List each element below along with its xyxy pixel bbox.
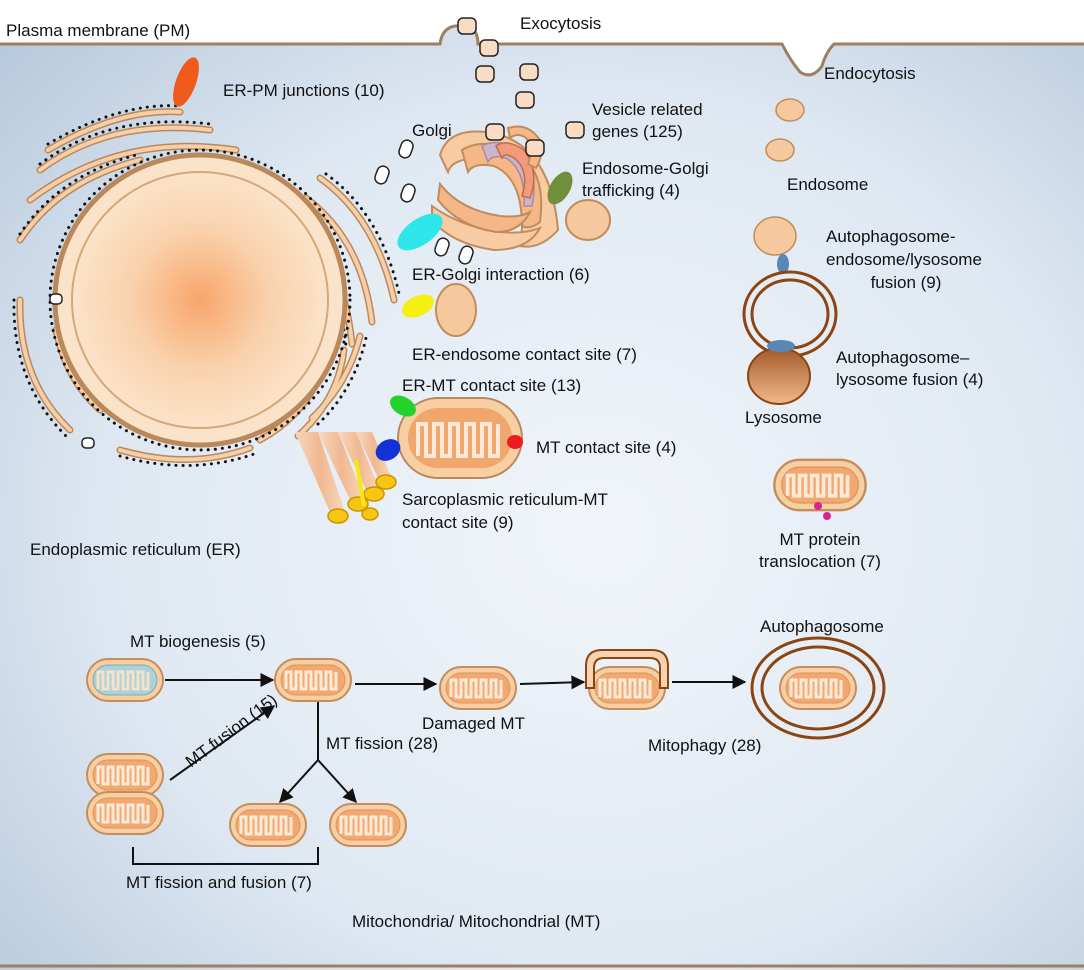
mt-fission-fusion-label: MT fission and fusion (7) bbox=[126, 873, 312, 892]
mitochondrion bbox=[273, 657, 353, 703]
golgi-label: Golgi bbox=[412, 121, 452, 140]
sarcoplasmic-label-line1: Sarcoplasmic reticulum-MT bbox=[402, 490, 608, 509]
er-mt-tether bbox=[390, 395, 416, 417]
er-vesicles bbox=[49, 293, 95, 449]
autophagosome-endosome-label-line2: endosome/lysosome bbox=[826, 250, 982, 269]
mt-protein-label-line1: MT protein bbox=[779, 530, 861, 549]
autophagosome-ring-inner bbox=[760, 645, 876, 731]
endocytosis-label: Endocytosis bbox=[824, 64, 916, 83]
er-golgi-tether bbox=[397, 213, 443, 251]
endosome-golgi-label-line1: Endosome-Golgi bbox=[582, 159, 709, 178]
sr-mt-tether bbox=[375, 439, 401, 461]
mt-contact-tether bbox=[507, 435, 523, 449]
fission-daughter-left bbox=[228, 802, 308, 848]
mt-contact-label: MT contact site (4) bbox=[536, 438, 677, 457]
mitochondria-label: Mitochondria/ Mitochondrial (MT) bbox=[352, 912, 601, 931]
autophagosome-ring-outer bbox=[750, 636, 886, 740]
lysosome-label: Lysosome bbox=[745, 408, 822, 427]
translocation-dot bbox=[823, 512, 831, 520]
lysosome-fusion-tether bbox=[767, 340, 795, 352]
mt-protein-label-line2: translocation (7) bbox=[759, 552, 881, 571]
engulfed-mitochondrion bbox=[778, 665, 858, 711]
translocation-dot bbox=[814, 502, 822, 510]
golgi-endosome bbox=[565, 199, 611, 241]
autophagosome-endosome-label-line1: Autophagosome- bbox=[826, 227, 956, 246]
endocytic-vesicles bbox=[765, 98, 805, 162]
mt-biogenesis-label: MT biogenesis (5) bbox=[130, 632, 266, 651]
phagophore bbox=[585, 649, 669, 689]
sarcoplasmic-reticulum bbox=[295, 432, 397, 524]
autophagosome-label: Autophagosome bbox=[760, 617, 884, 636]
autophagosome-lysosome-label-line2: lysosome fusion (4) bbox=[836, 370, 984, 389]
transport-vesicles bbox=[374, 139, 474, 265]
pathway-arrows bbox=[132, 673, 747, 865]
exocytosis-label: Exocytosis bbox=[520, 14, 602, 33]
damaged-mitochondrion bbox=[438, 665, 518, 711]
autophagosome-endosome-label-line3: fusion (9) bbox=[870, 273, 942, 292]
er-label: Endoplasmic reticulum (ER) bbox=[30, 540, 241, 559]
fusing-mitochondrion-top bbox=[85, 752, 165, 798]
vesicle-genes-label-line1: Vesicle related bbox=[592, 100, 703, 119]
er-endosome bbox=[435, 283, 477, 337]
damaged-mt-label: Damaged MT bbox=[422, 714, 525, 733]
plasma-membrane bbox=[0, 24, 1084, 77]
er-mt-label: ER-MT contact site (13) bbox=[402, 376, 582, 395]
nuclear-ribosomes bbox=[48, 148, 352, 452]
fission-daughter-right bbox=[328, 802, 408, 848]
plasma-membrane-label: Plasma membrane (PM) bbox=[6, 21, 191, 40]
endosome-golgi-label-line2: trafficking (4) bbox=[582, 181, 680, 200]
er-endosome-tether bbox=[402, 294, 434, 318]
endosome-golgi-tether bbox=[547, 171, 573, 205]
autophagosome-lysosome-label-line1: Autophagosome– bbox=[836, 348, 970, 367]
extracellular-space bbox=[0, 0, 1084, 75]
er-mitochondrion bbox=[397, 397, 523, 479]
nucleus bbox=[71, 171, 329, 429]
sarcoplasmic-label-line2: contact site (9) bbox=[402, 513, 514, 532]
endosome-label: Endosome bbox=[787, 175, 869, 194]
secretory-vesicles bbox=[457, 17, 585, 157]
engulfing-mitochondrion bbox=[587, 665, 667, 711]
er-pm-junctions-label: ER-PM junctions (10) bbox=[223, 81, 385, 100]
new-mitochondrion bbox=[85, 657, 165, 703]
fusing-mitochondrion-bottom bbox=[85, 790, 165, 836]
mitophagy-label: Mitophagy (28) bbox=[648, 736, 762, 755]
endosome-fusion-tether bbox=[777, 254, 789, 274]
er-pm-tether bbox=[173, 57, 199, 107]
mt-fission-label: MT fission (28) bbox=[326, 734, 439, 753]
endosome bbox=[753, 216, 797, 256]
er-endosome-label: ER-endosome contact site (7) bbox=[412, 345, 637, 364]
vesicle-genes-label-line2: genes (125) bbox=[592, 122, 683, 141]
lysosome bbox=[747, 347, 811, 405]
er-golgi-label: ER-Golgi interaction (6) bbox=[412, 265, 590, 284]
